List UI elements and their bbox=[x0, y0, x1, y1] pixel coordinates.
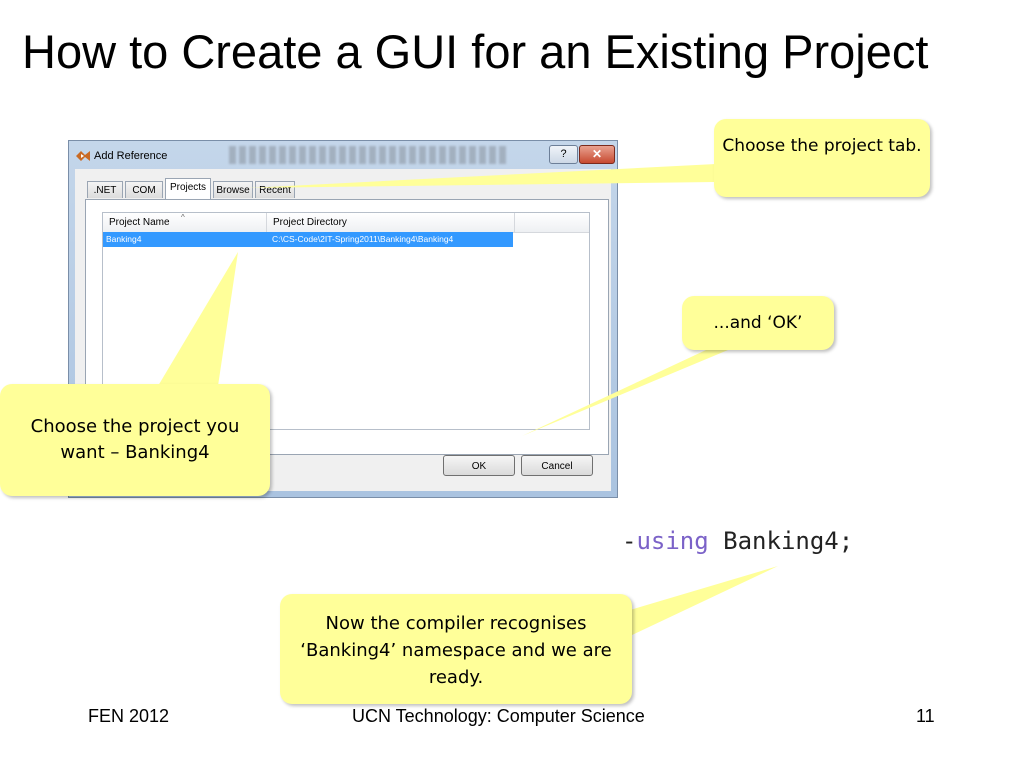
page-number: 11 bbox=[916, 706, 935, 726]
list-header: Project Name ^ Project Directory bbox=[103, 213, 589, 233]
dialog-title: Add Reference bbox=[94, 150, 168, 162]
visual-studio-icon bbox=[76, 151, 90, 161]
help-button[interactable]: ? bbox=[549, 145, 578, 164]
project-directory-cell: C:\CS-Code\2IT-Spring2011\Banking4\Banki… bbox=[272, 234, 454, 244]
tab-net[interactable]: .NET bbox=[87, 181, 123, 198]
tab-projects[interactable]: Projects bbox=[165, 178, 211, 199]
dialog-titlebar[interactable]: Add Reference ? ✕ bbox=[69, 141, 617, 169]
list-item-banking4[interactable]: Banking4 C:\CS-Code\2IT-Spring2011\Banki… bbox=[103, 232, 513, 247]
cancel-button[interactable]: Cancel bbox=[521, 455, 593, 476]
callout-compiler: Now the compiler recognises ‘Banking4’ n… bbox=[280, 594, 632, 704]
callout-ok: ...and ‘OK’ bbox=[682, 296, 834, 350]
callout-project-tab: Choose the project tab. bbox=[714, 119, 930, 197]
project-name-cell: Banking4 bbox=[106, 234, 142, 244]
tab-browse[interactable]: Browse bbox=[213, 181, 253, 198]
footer-left: FEN 2012 bbox=[88, 706, 170, 726]
blurred-background-text bbox=[229, 146, 509, 164]
slide-title: How to Create a GUI for an Existing Proj… bbox=[22, 25, 929, 78]
namespace-name: Banking4; bbox=[708, 527, 854, 555]
column-label: Project Directory bbox=[273, 217, 347, 228]
column-project-directory[interactable]: Project Directory bbox=[267, 213, 515, 232]
sort-ascending-icon: ^ bbox=[181, 213, 185, 222]
projects-list[interactable]: Project Name ^ Project Directory Banking… bbox=[102, 212, 590, 430]
using-statement: -using Banking4; bbox=[622, 527, 853, 555]
code-prefix: - bbox=[622, 527, 637, 555]
tab-recent[interactable]: Recent bbox=[255, 181, 295, 198]
add-reference-dialog: Add Reference ? ✕ .NET COM Projects Brow… bbox=[68, 140, 618, 498]
using-keyword: using bbox=[636, 527, 709, 555]
footer-center: UCN Technology: Computer Science bbox=[352, 706, 645, 726]
column-label: Project Name bbox=[109, 217, 170, 228]
ok-button[interactable]: OK bbox=[443, 455, 515, 476]
tab-com[interactable]: COM bbox=[125, 181, 163, 198]
callout-choose-project: Choose the project you want – Banking4 bbox=[0, 384, 270, 496]
compiler-pointer bbox=[630, 566, 778, 636]
column-project-name[interactable]: Project Name ^ bbox=[103, 213, 267, 232]
close-button[interactable]: ✕ bbox=[579, 145, 615, 164]
